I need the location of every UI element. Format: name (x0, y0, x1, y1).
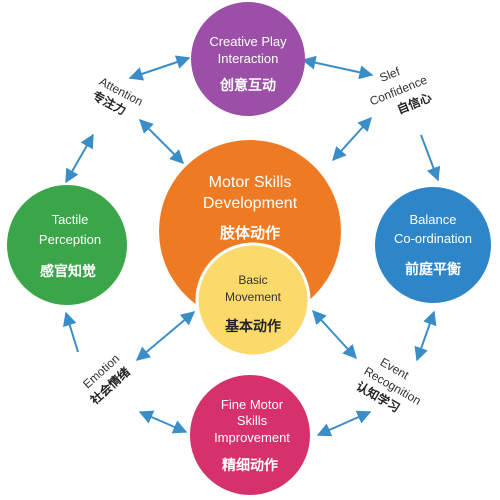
arrow-event-fine (316, 410, 372, 437)
arrow-attention-creative (128, 55, 191, 81)
arrow-tactile-attention (65, 133, 94, 184)
tactile-en-line1: Tactile (52, 212, 89, 227)
arrow-balance-event (414, 310, 437, 362)
fine-cn: 精细动作 (222, 457, 278, 474)
label-event: Event Recognition 认知学习 (354, 355, 424, 415)
fine-en-line2: Skills (237, 413, 268, 428)
arrow-confidence-balance (420, 134, 441, 182)
balance-cn: 前庭平衡 (405, 261, 461, 278)
balance-en-line1: Balance (410, 212, 457, 227)
creative-cn: 创意互动 (219, 77, 276, 94)
arrows (63, 55, 441, 437)
arrow-event-basic (312, 309, 357, 360)
arrow-emotion-basic (135, 311, 196, 361)
motor-cn: 肢体动作 (220, 224, 280, 242)
node-creative-play: Creative Play Interaction 创意互动 (191, 2, 305, 116)
arrow-creative-confidence (301, 55, 374, 80)
arrow-attention-motor (139, 119, 184, 164)
node-fine-motor: Fine Motor Skills Improvement 精细动作 (190, 375, 310, 495)
arrow-confidence-motor (332, 116, 372, 162)
basic-en-line1: Basic (238, 273, 267, 287)
motor-en-line2: Development (203, 195, 298, 212)
basic-en-line2: Movement (225, 290, 282, 304)
label-attention: Attention 专注力 (90, 74, 145, 118)
node-basic-movement: Basic Movement 基本动作 (195, 242, 311, 358)
arrow-fine-emotion (138, 410, 188, 434)
node-tactile: Tactile Perception 感官知觉 (7, 185, 127, 305)
creative-en-line1: Creative Play (209, 34, 287, 49)
arrow-emotion-tactile (63, 311, 79, 353)
tactile-cn: 感官知觉 (40, 263, 96, 280)
label-emotion: Emotion 社会情绪 (80, 351, 133, 408)
tactile-en-line2: Perception (39, 232, 101, 247)
balance-en-line2: Co-ordination (394, 231, 472, 246)
node-balance: Balance Co-ordination 前庭平衡 (375, 187, 491, 303)
basic-cn: 基本动作 (225, 318, 281, 335)
creative-en-line2: Interaction (218, 51, 279, 66)
motor-en-line1: Motor Skills (209, 174, 292, 191)
fine-en-line3: Improvement (214, 430, 290, 445)
fine-en-line1: Fine Motor (221, 397, 284, 412)
label-confidence: Slef Confidence 自信心 (368, 64, 434, 117)
